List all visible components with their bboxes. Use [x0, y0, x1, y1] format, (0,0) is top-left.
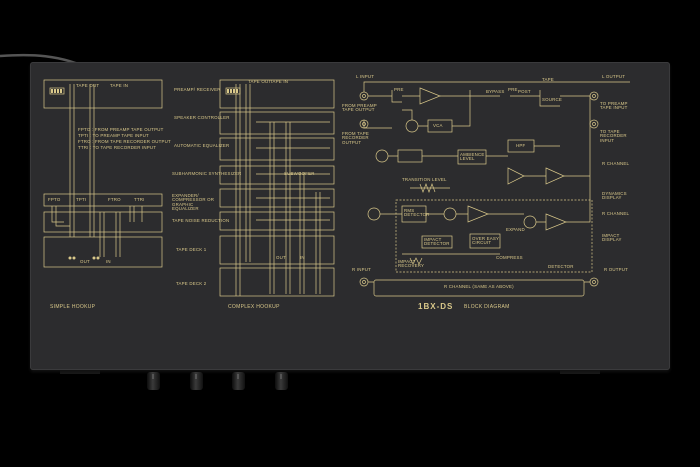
- row-subharmonic: SUBHARMONIC SYNTHESIZER: [172, 171, 242, 176]
- subwoofer-label: SUBWOOFER: [284, 171, 315, 176]
- r-channel-bar: [373, 279, 585, 297]
- l-output-label: L OUTPUT: [602, 74, 626, 79]
- amp-2: [507, 167, 525, 185]
- summing-node-3: [367, 207, 381, 221]
- complex-deck1-box: [219, 235, 335, 265]
- complex-speaker-box: [219, 111, 335, 135]
- dynamics-display-label: DYNAMICS DISPLAY: [602, 191, 627, 201]
- strip-tpti: TPTI: [76, 197, 87, 202]
- legend-line-1: FPTO : FROM PREAMP TAPE OUTPUT: [78, 127, 164, 132]
- legend-line-3: FTRO : FROM TAPE RECORDER OUTPUT: [78, 139, 171, 144]
- r-channel-label-2: R CHANNEL: [602, 211, 630, 216]
- complex-deck2-box: [219, 267, 335, 297]
- simple-deck-out: OUT: [80, 259, 90, 264]
- rear-knob-3[interactable]: [232, 372, 245, 390]
- rubber-foot-right: [560, 368, 600, 374]
- summing-node-2: [375, 149, 389, 163]
- complex-deck-out: OUT: [276, 255, 286, 260]
- device-top-panel: TAPE OUT TAPE IN FPTO : FROM PREAMP TAPE…: [30, 62, 670, 370]
- complex-hookup-caption: COMPLEX HOOKUP: [228, 304, 280, 310]
- hpf-label: HPF: [516, 143, 526, 148]
- summing-node-1: [405, 119, 419, 133]
- input-buffer: [419, 87, 441, 105]
- simple-tape-out-label: TAPE OUT: [76, 83, 100, 88]
- row-preamp: PREAMP/ RECEIVER: [174, 87, 221, 92]
- pre-label-1: PRE: [394, 87, 404, 92]
- amp-4: [467, 205, 489, 223]
- row-tape-deck-1: TAPE DECK 1: [176, 247, 207, 252]
- legend-line-2: TPTI : TO PREAMP TAPE INPUT: [78, 133, 149, 138]
- over-easy-label: OVER EASY CIRCUIT: [472, 236, 500, 246]
- row-tape-deck-2: TAPE DECK 2: [176, 281, 207, 286]
- over-easy-box: [469, 233, 501, 249]
- model-label: 1BX-DS: [418, 302, 454, 311]
- expand-label: EXPAND: [506, 227, 525, 232]
- source-label: SOURCE: [542, 97, 562, 102]
- complex-deck-in: IN: [300, 255, 305, 260]
- impact-display-label: IMPACT DISPLAY: [602, 233, 622, 243]
- simple-tape-deck: [43, 236, 163, 268]
- block-diagram-title: BLOCK DIAGRAM: [464, 304, 510, 310]
- l-input-label: L INPUT: [356, 74, 375, 79]
- compress-label: COMPRESS: [496, 255, 523, 260]
- row-expander: EXPANDER/ COMPRESSOR OR GRAPHIC EQUALIZE…: [172, 193, 215, 212]
- detector-label: DETECTOR: [548, 264, 574, 269]
- transition-label: TRANSITION LEVEL: [402, 177, 447, 182]
- filter-box: [397, 149, 423, 163]
- rear-knob-2[interactable]: [190, 372, 203, 390]
- simple-jack-strip: [43, 211, 163, 233]
- simple-unit-strip: [43, 193, 163, 207]
- r-output-label: R OUTPUT: [604, 267, 629, 272]
- summing-node-4: [443, 207, 457, 221]
- impact-detector-label: IMPACT DETECTOR: [424, 237, 450, 247]
- ambience-label: AMBIENCE LEVEL: [460, 152, 485, 162]
- tape-label: TAPE: [542, 77, 554, 82]
- row-noise-reduction: TAPE NOISE REDUCTION: [172, 218, 230, 223]
- from-preamp-label: FROM PREAMP TAPE OUTPUT: [342, 103, 377, 113]
- complex-eq-box: [219, 137, 335, 161]
- vca-label: VCA: [433, 123, 443, 128]
- rear-knob-4[interactable]: [275, 372, 288, 390]
- to-tape-label: TO TAPE RECORDER INPUT: [600, 129, 627, 143]
- ambience-box: [457, 149, 487, 165]
- pre-label-2: PRE: [508, 87, 518, 92]
- simple-preamp-box: [43, 79, 163, 109]
- row-speaker: SPEAKER CONTROLLER: [174, 115, 230, 120]
- complex-nr-box: [219, 211, 335, 231]
- summing-node-5: [523, 215, 537, 229]
- strip-ttri: TTRI: [134, 197, 145, 202]
- rms-detector-label: RMS DETECTOR: [404, 208, 430, 218]
- amp-5: [545, 213, 567, 231]
- strip-fpto: FPTO: [48, 197, 61, 202]
- complex-subharmonic-box: [219, 165, 335, 185]
- simple-preamp-jacks: [49, 87, 65, 95]
- simple-deck-in: IN: [106, 259, 111, 264]
- complex-preamp-box: [219, 79, 335, 109]
- amp-3: [545, 167, 565, 185]
- r-input-label: R INPUT: [352, 267, 371, 272]
- simple-hookup-caption: SIMPLE HOOKUP: [50, 304, 96, 310]
- row-equalizer: AUTOMATIC EQUALIZER: [174, 143, 230, 148]
- rear-knob-1[interactable]: [147, 372, 160, 390]
- detector-dashed-box: [395, 199, 593, 273]
- impact-recovery-label: IMPACT RECOVERY: [398, 259, 425, 269]
- from-tape-label: FROM TAPE RECORDER OUTPUT: [342, 131, 370, 145]
- legend-line-4: TTRI : TO TAPE RECORDER INPUT: [78, 145, 157, 150]
- printed-diagram: [43, 79, 630, 297]
- rubber-foot-left: [60, 368, 100, 374]
- r-channel-label-1: R CHANNEL: [602, 161, 630, 166]
- r-channel-same-label: R CHANNEL (SAME AS ABOVE): [444, 284, 514, 289]
- bypass-label: BYPASS: [486, 89, 505, 94]
- post-label: POST: [518, 89, 531, 94]
- simple-tape-in-label: TAPE IN: [110, 83, 129, 88]
- impact-detector-box: [421, 235, 453, 249]
- to-preamp-label: TO PREAMP TAPE INPUT: [600, 101, 628, 111]
- strip-ftro: FTRO: [108, 197, 121, 202]
- complex-tape-in-label: TAPE IN: [270, 79, 289, 84]
- complex-expander-box: [219, 188, 335, 208]
- complex-tape-out-label: TAPE OUT: [248, 79, 272, 84]
